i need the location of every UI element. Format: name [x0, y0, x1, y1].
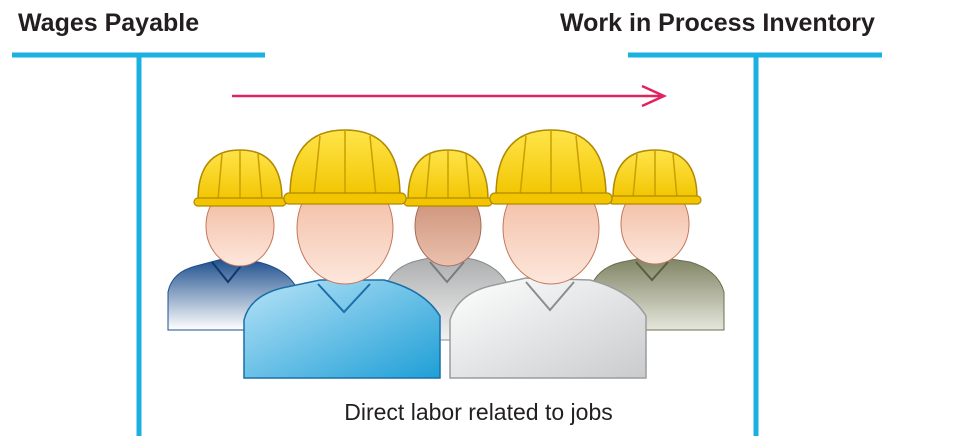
caption-text: Direct labor related to jobs — [344, 399, 613, 425]
hard-hat-icon — [403, 149, 493, 207]
caption: Direct labor related to jobs — [0, 396, 957, 428]
hard-hat-icon — [489, 129, 613, 205]
hard-hat-icon — [283, 129, 407, 205]
right-arrow-icon — [232, 84, 668, 108]
worker-body-blue — [243, 279, 441, 379]
hard-hat-icon — [608, 149, 702, 205]
t-account-wages-payable — [12, 52, 265, 436]
construction-workers-illustration — [167, 129, 725, 379]
account-title-work-in-process: Work in Process Inventory — [560, 9, 875, 37]
hard-hat-icon — [193, 149, 287, 207]
worker-body-white — [449, 277, 647, 379]
account-title-wages-payable: Wages Payable — [18, 9, 200, 37]
t-account-work-in-process — [628, 52, 882, 436]
